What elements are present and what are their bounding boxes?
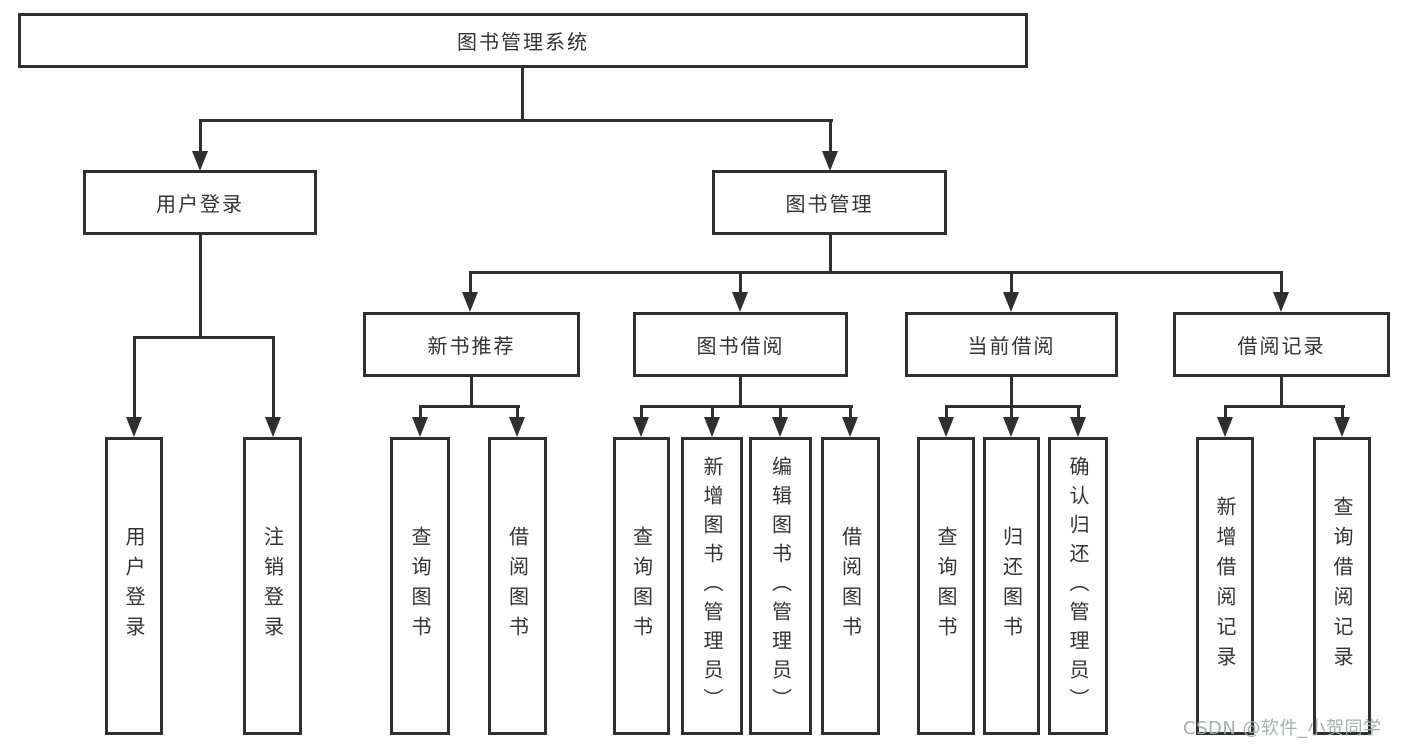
connector-line (1280, 375, 1283, 407)
arrow-down-icon (192, 151, 208, 171)
node-new-book-recommend: 新书推荐 (363, 312, 580, 377)
connector-line (779, 405, 782, 419)
arrow-down-icon (126, 417, 142, 437)
node-library-management-system: 图书管理系统 (18, 13, 1028, 68)
node-label: 图书借阅 (696, 334, 785, 358)
arrow-down-icon (1334, 417, 1350, 437)
leaf-add-borrow-record: 新增借阅记录 (1196, 437, 1254, 735)
connector-line (419, 405, 520, 408)
connector-line (1341, 405, 1344, 419)
connector-line (1010, 405, 1013, 419)
connector-line (1010, 271, 1013, 294)
arrow-down-icon (822, 151, 838, 171)
csdn-watermark: CSDN @软件_小贺同学 (1183, 718, 1382, 739)
node-current-borrowing: 当前借阅 (905, 312, 1118, 377)
connector-line (640, 405, 853, 408)
connector-line (469, 271, 472, 294)
leaf-confirm-return-admin: 确认归还（管理员） (1048, 437, 1108, 735)
connector-line (945, 405, 948, 419)
leaf-query-books-recommend: 查询图书 (390, 437, 450, 735)
connector-line (199, 119, 202, 152)
connector-line (829, 233, 832, 273)
arrow-down-icon (1070, 417, 1086, 437)
arrow-down-icon (265, 417, 281, 437)
connector-line (849, 405, 852, 419)
node-label: 查询图书 (629, 526, 654, 646)
connector-line (1224, 405, 1345, 408)
arrow-down-icon (772, 417, 788, 437)
connector-line (829, 119, 832, 152)
leaf-user-login: 用户登录 (105, 437, 163, 735)
node-label: 图书管理系统 (457, 30, 589, 54)
node-label: 用户登录 (156, 192, 244, 216)
connector-line (1077, 405, 1080, 419)
connector-line (470, 375, 473, 407)
connector-line (739, 375, 742, 407)
connector-line (711, 405, 714, 419)
connector-line (1224, 405, 1227, 419)
leaf-query-borrow-record: 查询借阅记录 (1313, 437, 1371, 735)
node-label: 查询图书 (934, 526, 958, 646)
node-label: 用户登录 (122, 526, 146, 646)
arrow-down-icon (1217, 417, 1233, 437)
connector-line (945, 405, 1081, 408)
node-label: 借阅记录 (1237, 334, 1326, 358)
node-label: 编辑图书（管理员） (768, 455, 793, 717)
connector-line (419, 405, 422, 419)
node-label: 当前借阅 (967, 334, 1056, 358)
node-label: 图书管理 (785, 192, 874, 216)
connector-line (1010, 375, 1013, 407)
connector-line (199, 119, 833, 122)
leaf-borrow-books-recommend: 借阅图书 (488, 437, 547, 735)
node-label: 借阅图书 (838, 526, 863, 646)
node-user-login: 用户登录 (83, 170, 317, 235)
connector-line (133, 336, 275, 339)
arrow-down-icon (1003, 417, 1019, 437)
node-book-borrowing: 图书借阅 (633, 312, 848, 377)
node-label: 新增借阅记录 (1213, 496, 1237, 676)
arrow-down-icon (842, 417, 858, 437)
arrow-down-icon (938, 417, 954, 437)
connector-line (133, 336, 136, 418)
arrow-down-icon (412, 417, 428, 437)
connector-line (640, 405, 643, 419)
node-label: 查询借阅记录 (1330, 496, 1354, 676)
arrow-down-icon (1273, 292, 1289, 312)
connector-line (1280, 271, 1283, 294)
leaf-borrow-books-borrowing: 借阅图书 (821, 437, 880, 735)
leaf-edit-book-admin: 编辑图书（管理员） (749, 437, 812, 735)
connector-line (272, 336, 275, 418)
node-book-management: 图书管理 (712, 170, 947, 235)
leaf-return-book: 归还图书 (983, 437, 1040, 735)
node-label: 归还图书 (999, 526, 1024, 646)
arrow-down-icon (462, 292, 478, 312)
arrow-down-icon (509, 417, 525, 437)
leaf-query-books-current: 查询图书 (917, 437, 975, 735)
arrow-down-icon (1003, 292, 1019, 312)
leaf-logout-login: 注销登录 (243, 437, 302, 735)
connector-line (521, 66, 524, 122)
node-label: 新增图书（管理员） (700, 455, 724, 717)
node-label: 查询图书 (408, 526, 432, 646)
node-label: 注销登录 (260, 526, 285, 646)
node-label: 确认归还（管理员） (1066, 455, 1090, 717)
leaf-query-books-borrowing: 查询图书 (613, 437, 670, 735)
connector-line (516, 405, 519, 419)
connector-line (739, 271, 742, 294)
node-label: 借阅图书 (505, 526, 530, 646)
connector-line (199, 233, 202, 339)
arrow-down-icon (633, 417, 649, 437)
leaf-add-book-admin: 新增图书（管理员） (681, 437, 743, 735)
arrow-down-icon (732, 292, 748, 312)
node-label: 新书推荐 (427, 334, 516, 358)
connector-line (469, 271, 1283, 274)
arrow-down-icon (704, 417, 720, 437)
node-borrow-records: 借阅记录 (1173, 312, 1390, 377)
